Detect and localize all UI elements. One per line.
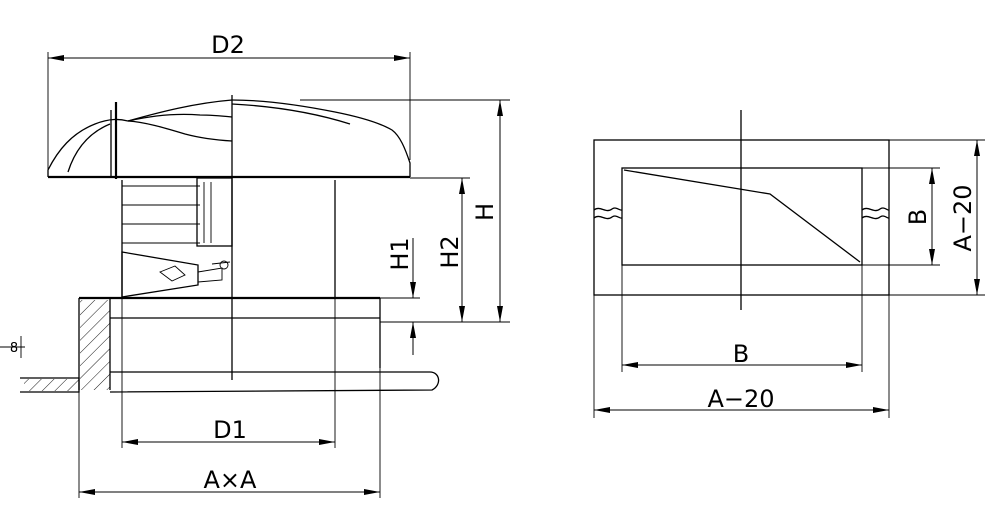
b-vertical-label: B [904,209,932,225]
dimension-a20-vertical: A−20 [889,139,985,296]
d1-label: D1 [213,416,247,444]
fan-elevation-view: 8 D2 H H2 [0,31,510,498]
b-horizontal-label: B [733,340,749,368]
a20-horizontal-label: A−20 [707,385,774,413]
d2-label: D2 [211,31,245,59]
axa-label: A×A [204,466,258,494]
h-label: H [471,203,499,221]
dimension-h1: H1 [380,237,420,355]
h1-label: H1 [386,237,414,270]
fan-hood [47,99,411,179]
fan-body [121,95,336,380]
a20-vertical-label: A−20 [949,184,977,251]
dimension-b-horizontal: B [621,265,863,372]
dimension-d1: D1 [121,298,336,448]
h2-label: H2 [436,235,464,268]
wall-mark-label: 8 [10,341,18,356]
damper-plan-view: B A−20 B A−20 [593,110,985,418]
dimension-d2: D2 [47,31,411,175]
dimension-axa: A×A [78,368,381,498]
dimension-h2: H2 [410,177,470,322]
dimension-h: H [300,99,510,323]
dimension-a20-horizontal: A−20 [593,295,890,418]
dimension-b-vertical: B [862,167,940,266]
fan-base: 8 [0,296,440,393]
